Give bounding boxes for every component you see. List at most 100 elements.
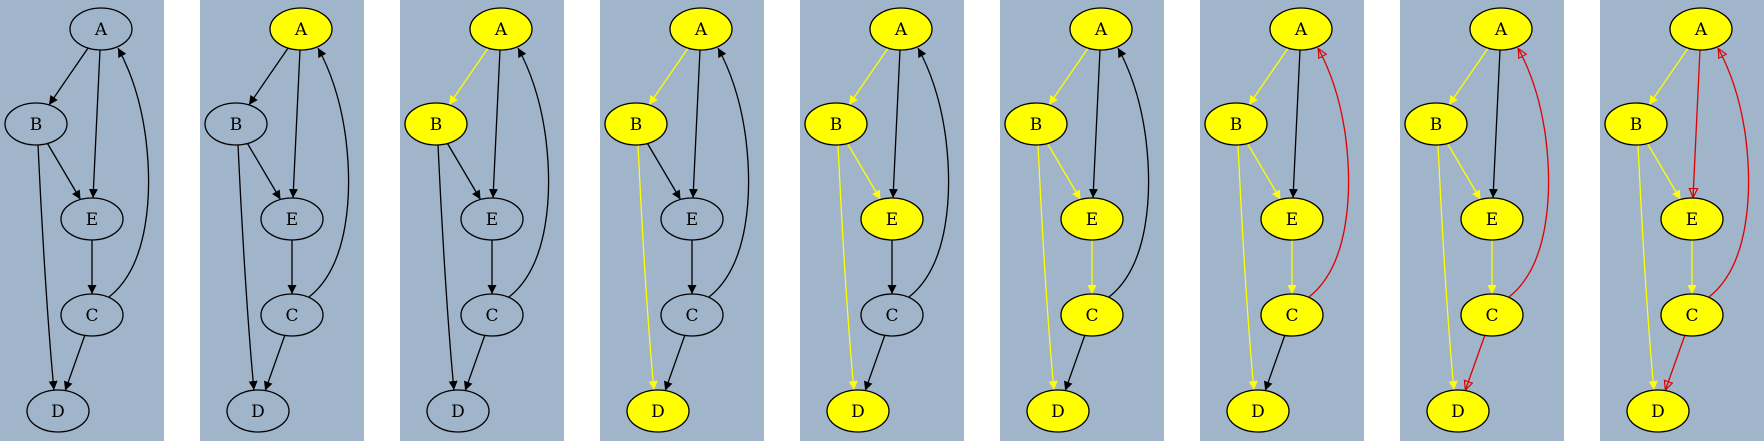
edge-b-e <box>1646 143 1682 200</box>
node-ellipse <box>1460 197 1524 241</box>
node-d: D <box>26 389 90 433</box>
node-e: E <box>60 197 124 241</box>
node-label: B <box>30 115 43 135</box>
node-label: A <box>94 20 108 40</box>
node-label: D <box>251 402 265 422</box>
node-label: D <box>1051 402 1065 422</box>
node-ellipse <box>1404 102 1468 146</box>
node-ellipse <box>1660 197 1724 241</box>
edge-a-e <box>1088 49 1101 199</box>
node-ellipse <box>60 197 124 241</box>
edge-a-e <box>1288 49 1301 199</box>
node-a: A <box>1669 7 1733 51</box>
edge-b-e <box>1446 143 1482 200</box>
edge-c-a <box>708 47 750 298</box>
node-label: B <box>230 115 243 135</box>
node-e: E <box>660 197 724 241</box>
node-ellipse <box>4 102 68 146</box>
edge-b-d <box>37 144 58 391</box>
node-b: B <box>404 102 468 146</box>
node-c: C <box>860 293 924 337</box>
node-ellipse <box>1460 293 1524 337</box>
node-label: C <box>485 306 498 326</box>
node-label: D <box>51 402 65 422</box>
edge-c-d <box>1063 335 1086 391</box>
node-ellipse <box>1060 293 1124 337</box>
node-b: B <box>1404 102 1468 146</box>
node-ellipse <box>1469 7 1533 51</box>
node-ellipse <box>626 389 690 433</box>
node-label: D <box>851 402 865 422</box>
node-b: B <box>1004 102 1068 146</box>
node-label: A <box>694 20 708 40</box>
node-label: B <box>830 115 843 135</box>
node-c: C <box>660 293 724 337</box>
edge-a-b <box>248 47 289 106</box>
node-a: A <box>469 7 533 51</box>
edge-c-a <box>108 47 150 298</box>
node-ellipse <box>1204 102 1268 146</box>
node-ellipse <box>426 389 490 433</box>
node-ellipse <box>1260 293 1324 337</box>
node-d: D <box>626 389 690 433</box>
node-ellipse <box>260 197 324 241</box>
node-ellipse <box>69 7 133 51</box>
edge-c-d <box>1665 335 1686 390</box>
node-ellipse <box>1669 7 1733 51</box>
node-label: C <box>285 306 298 326</box>
node-ellipse <box>669 7 733 51</box>
edge-c-a <box>508 47 550 298</box>
node-ellipse <box>804 102 868 146</box>
node-ellipse <box>1269 7 1333 51</box>
node-ellipse <box>869 7 933 51</box>
node-b: B <box>804 102 868 146</box>
edge-b-e <box>246 143 282 200</box>
node-d: D <box>426 389 490 433</box>
edge-c-a <box>1308 48 1350 298</box>
node-a: A <box>69 7 133 51</box>
edge-c-d <box>263 335 286 391</box>
node-a: A <box>1069 7 1133 51</box>
node-d: D <box>226 389 290 433</box>
node-c: C <box>1260 293 1324 337</box>
edge-a-b <box>1648 47 1689 106</box>
node-a: A <box>1469 7 1533 51</box>
node-ellipse <box>26 389 90 433</box>
node-label: E <box>1686 210 1698 230</box>
node-label: B <box>1630 115 1643 135</box>
edge-a-b <box>48 47 89 106</box>
node-c: C <box>1060 293 1124 337</box>
edge-a-e <box>288 49 301 199</box>
edge-c-d <box>463 335 486 391</box>
node-label: A <box>1494 20 1508 40</box>
node-ellipse <box>204 102 268 146</box>
node-ellipse <box>269 7 333 51</box>
edge-b-d <box>1437 144 1458 391</box>
node-e: E <box>860 197 924 241</box>
node-label: E <box>1486 210 1498 230</box>
edge-c-d <box>863 335 886 391</box>
node-e: E <box>1260 197 1324 241</box>
node-b: B <box>4 102 68 146</box>
step-panel-1: A B E C D <box>0 0 164 441</box>
node-a: A <box>269 7 333 51</box>
edge-a-e <box>1488 49 1501 199</box>
edge-c-d <box>663 335 686 391</box>
edge-b-e <box>646 143 682 200</box>
node-d: D <box>1426 389 1490 433</box>
node-label: C <box>85 306 98 326</box>
node-e: E <box>260 197 324 241</box>
node-ellipse <box>260 293 324 337</box>
edge-b-d <box>1237 144 1258 391</box>
node-label: B <box>1230 115 1243 135</box>
edge-a-b <box>648 47 689 106</box>
node-label: E <box>686 210 698 230</box>
edge-b-e <box>1046 143 1082 200</box>
node-label: D <box>651 402 665 422</box>
node-label: D <box>1451 402 1465 422</box>
